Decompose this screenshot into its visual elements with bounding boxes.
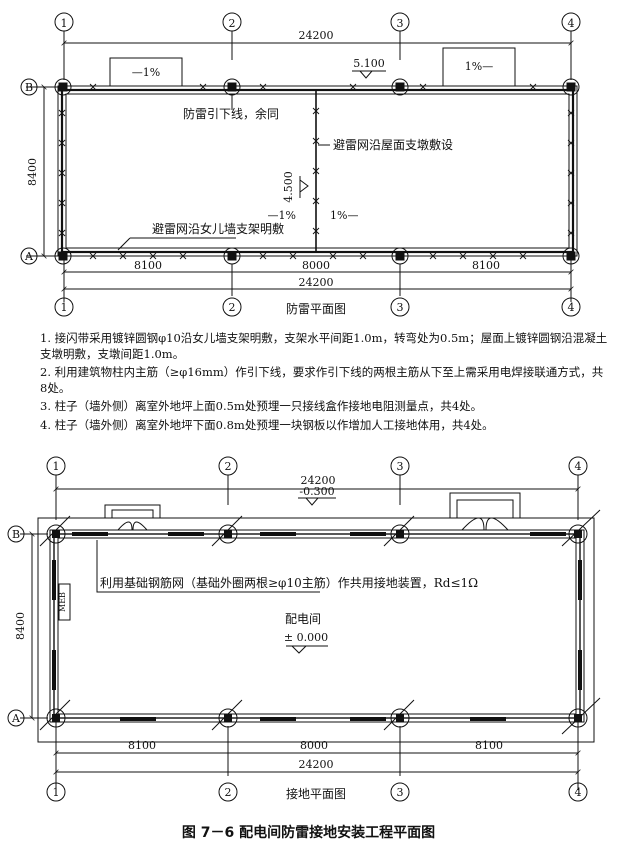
p1-axis-3-top: 3: [397, 17, 404, 30]
p2-axis-4-bottom: 4: [575, 786, 582, 799]
p2-title: 接地平面图: [286, 786, 346, 801]
p1-dim-b1: 8100: [134, 259, 162, 272]
p2-axis-3-top: 3: [397, 460, 404, 473]
p1-axis-1-top: 1: [61, 17, 68, 30]
foundation-bars: [52, 532, 582, 721]
p1-elev-mid: 4.500: [282, 171, 295, 203]
p1-elev-top: 5.100: [353, 57, 385, 70]
p2-axis-3-bottom: 3: [397, 786, 404, 799]
plan2-columns: [52, 530, 582, 722]
p1-dim-total-top: 24200: [299, 29, 334, 42]
p2-room-name: 配电间: [285, 612, 321, 626]
p1-slope-left-top: —1%: [132, 66, 160, 79]
p1-slope-mid-left: —1%: [268, 209, 296, 222]
p2-axis-b: B: [12, 528, 20, 541]
p1-label-downlead: 防雷引下线，余同: [183, 106, 279, 121]
p2-label-foundation: 利用基础钢筋网（基础外圈两根≥φ10主筋）作共用接地装置，Rd≤1Ω: [100, 575, 478, 590]
p2-dim-b1: 8100: [128, 739, 156, 752]
p2-axis-a: A: [11, 712, 21, 725]
p1-dim-total-bottom: 24200: [299, 276, 334, 289]
p1-axis-4-bottom: 4: [568, 301, 575, 314]
p1-axis-1-bottom: 1: [61, 301, 68, 314]
p2-dim-b2: 8000: [300, 739, 328, 752]
p1-slope-mid-right: 1%—: [330, 209, 358, 222]
p2-axis-4-top: 4: [575, 460, 582, 473]
note-4: 4. 柱子（墙外侧）离室外地坪下面0.8m处预埋一块钢板以作增加人工接地体用，共…: [40, 417, 494, 432]
plan1-parapet-supports: [58, 83, 575, 260]
p1-dim-b2: 8000: [302, 259, 330, 272]
p1-label-parapet-net: 避雷网沿女儿墙支架明敷: [152, 221, 284, 236]
plan2-texts: 1 2 3 4 24200 -0.300 B A 8400 利用基础钢筋网（基础…: [11, 460, 581, 801]
p1-title: 防雷平面图: [286, 301, 346, 316]
p1-axis-2-top: 2: [229, 17, 236, 30]
p1-axis-2-bottom: 2: [229, 301, 236, 314]
p2-dim-b3: 8100: [475, 739, 503, 752]
plan1-texts: 1 2 3 4 24200 —1% 1%— 5.100 B A 8400 防雷引…: [24, 17, 574, 316]
p1-axis-4-top: 4: [568, 17, 575, 30]
p2-axis-2-bottom: 2: [225, 786, 232, 799]
note-2: 2. 利用建筑物柱内主筋（≥φ16mm）作引下线，要求作引下线的两根主筋从下至上…: [40, 365, 604, 395]
p1-label-roof-net: 避雷网沿屋面支墩敷设: [333, 137, 453, 152]
p1-axis-3-bottom: 3: [397, 301, 404, 314]
p2-axis-2-top: 2: [225, 460, 232, 473]
lightning-plan: [20, 12, 581, 317]
meb-label: MEB: [58, 592, 67, 612]
p2-dim-height: 8400: [14, 612, 27, 640]
figure-caption: 图 7－6 配电间防雷接地安装工程平面图: [181, 825, 436, 841]
p2-axis-1-bottom: 1: [53, 786, 60, 799]
p1-dim-b3: 8100: [472, 259, 500, 272]
p2-axis-1-top: 1: [53, 460, 60, 473]
p2-dim-total-top: 24200: [301, 474, 336, 487]
p1-dim-height: 8400: [26, 158, 39, 186]
p1-slope-right-top: 1%—: [465, 60, 493, 73]
notes-list: 1. 接闪带采用镀锌圆钢φ10沿女儿墙支架明敷，支架水平间距1.0m，转弯处为0…: [40, 331, 610, 436]
note-3: 3. 柱子（墙外侧）离室外地坪上面0.5m处预埋一只接线盒作接地电阻测量点，共4…: [40, 399, 483, 413]
p1-axis-a: A: [24, 250, 34, 263]
p2-elev-top: -0.300: [299, 485, 334, 498]
plan1-ridge-supports: [312, 107, 320, 235]
grounding-plan: [7, 456, 601, 802]
p2-room-elev: ± 0.000: [284, 631, 328, 644]
note-1: 1. 接闪带采用镀锌圆钢φ10沿女儿墙支架明敷，支架水平间距1.0m，转弯处为0…: [40, 331, 608, 361]
p2-dim-total-bottom: 24200: [299, 758, 334, 771]
plan1-axis-bubbles-top: [54, 12, 581, 80]
p1-axis-b: B: [25, 81, 33, 94]
